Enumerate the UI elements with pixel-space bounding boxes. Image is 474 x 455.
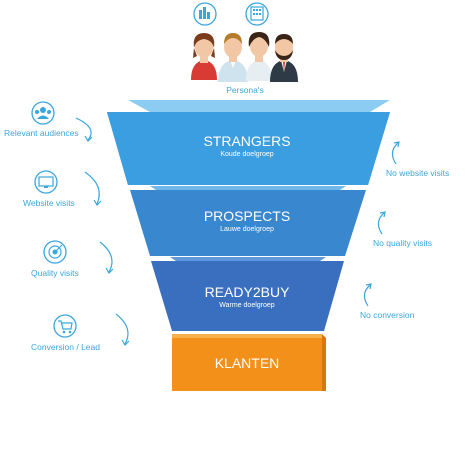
- persona-woman-light: [246, 32, 272, 81]
- persona-man-light: [218, 33, 248, 82]
- funnel-stage-prospects: PROSPECTS Lauwe doelgroep: [130, 186, 366, 256]
- stage-ready2buy-subtitle: Warme doelgroep: [219, 302, 274, 309]
- left-item-conversion-lead: Conversion / Lead: [31, 313, 130, 352]
- funnel-stage-ready2buy: READY2BUY Warme doelgroep: [151, 257, 344, 331]
- right-label-no-quality-visits: No quality visits: [373, 238, 432, 248]
- monitor-icon: [34, 170, 58, 194]
- personas-group: Persona's: [191, 2, 298, 95]
- funnel-stage-klanten: KLANTEN: [172, 334, 326, 391]
- arrow-no-conversion: [363, 284, 371, 307]
- stage-klanten-right-side: [322, 334, 326, 391]
- funnel-stage-strangers: STRANGERS Koude doelgroep: [107, 100, 390, 185]
- arrow-quality-visits: [99, 241, 113, 273]
- stage-prospects-front: [130, 190, 366, 256]
- left-item-quality-visits: Quality visits: [31, 240, 114, 278]
- stage-strangers-front: [107, 112, 390, 185]
- persona-woman-red: [191, 33, 217, 80]
- right-item-no-conversion: No conversion: [360, 283, 415, 320]
- persona-man-suit: [270, 34, 298, 82]
- right-item-no-website-visits: No website visits: [386, 141, 449, 178]
- arrow-website-visits: [84, 171, 100, 205]
- audience-icon: [31, 101, 55, 125]
- stage-ready2buy-top: [170, 257, 326, 261]
- stage-prospects-top: [150, 186, 346, 190]
- stage-prospects-subtitle: Lauwe doelgroep: [220, 226, 274, 233]
- right-label-no-conversion: No conversion: [360, 310, 415, 320]
- cart-icon: [53, 314, 77, 338]
- stage-strangers-title: STRANGERS: [203, 133, 290, 149]
- left-label-quality-visits: Quality visits: [31, 268, 79, 278]
- stage-prospects-title: PROSPECTS: [204, 208, 290, 224]
- stage-klanten-front: [172, 338, 322, 391]
- left-label-conversion-lead: Conversion / Lead: [31, 342, 100, 352]
- arrow-no-quality-visits: [377, 212, 385, 235]
- target-icon: [43, 240, 67, 264]
- stage-strangers-subtitle: Koude doelgroep: [220, 151, 273, 158]
- right-label-no-website-visits: No website visits: [386, 168, 449, 178]
- stage-klanten-title: KLANTEN: [215, 355, 280, 371]
- arrow-no-website-visits: [391, 142, 399, 165]
- persona-chart-icon: [193, 2, 217, 26]
- stage-ready2buy-front: [151, 261, 344, 331]
- stage-klanten-top: [172, 334, 322, 338]
- left-item-website-visits: Website visits: [23, 170, 102, 208]
- left-label-relevant-audiences: Relevant audiences: [4, 128, 79, 138]
- persona-building-icon: [245, 2, 269, 26]
- stage-ready2buy-title: READY2BUY: [205, 284, 290, 300]
- personas-caption: Persona's: [226, 85, 264, 95]
- stage-strangers-top: [128, 100, 390, 112]
- arrow-conversion-lead: [115, 313, 129, 345]
- arrow-relevant-audiences: [75, 117, 92, 141]
- left-item-relevant-audiences: Relevant audiences: [4, 101, 93, 142]
- left-label-website-visits: Website visits: [23, 198, 75, 208]
- right-item-no-quality-visits: No quality visits: [373, 211, 432, 248]
